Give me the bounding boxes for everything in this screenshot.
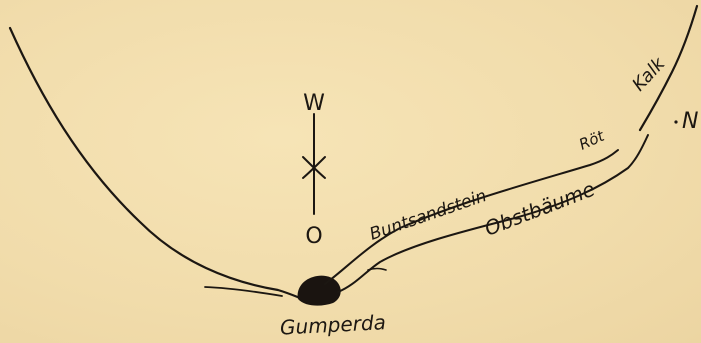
label-east: O [305,224,322,249]
buntsandstein-boundary [325,150,618,284]
left-valley-slope [10,28,300,298]
small-tick [368,269,386,271]
label-obstbaume: Obstbäume [481,177,598,241]
label-west: W [303,91,325,116]
village-mark [298,276,341,306]
label-rot: Röt [576,126,608,153]
north-dot [674,120,677,123]
label-north: N [682,109,698,134]
label-gumperda: Gumperda [279,310,386,340]
label-buntsandstein: Buntsandstein [367,186,489,245]
